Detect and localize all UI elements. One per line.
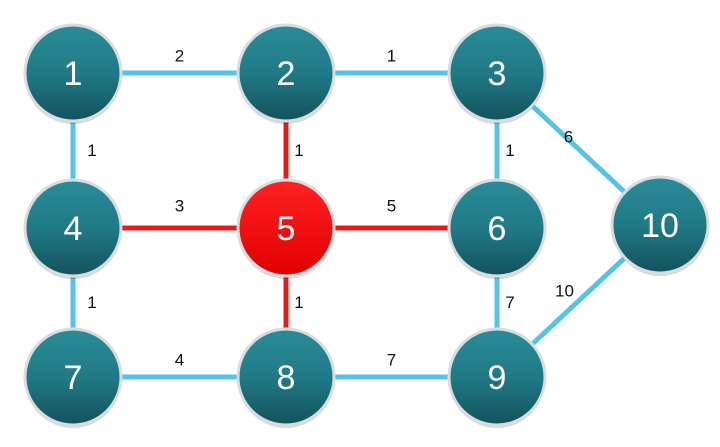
node-6: 6	[447, 178, 547, 279]
edges-layer	[70, 70, 662, 380]
edge-weight-9-10: 10	[555, 282, 574, 301]
node-8: 8	[236, 327, 336, 428]
node-2: 2	[236, 23, 336, 124]
edge-weight-5-6: 5	[387, 197, 396, 216]
node-1: 1	[23, 23, 123, 124]
node-circle	[23, 178, 123, 278]
edge-weight-2-5: 1	[294, 141, 303, 160]
node-label: 10	[641, 207, 679, 245]
node-label: 9	[488, 359, 507, 397]
edge-weight-7-8: 4	[175, 351, 184, 370]
edge-weight-4-7: 1	[87, 293, 96, 312]
edge-weight-1-4: 1	[87, 141, 96, 160]
node-circle	[236, 178, 336, 278]
nodes-layer: 1 2 3 4 5 6 7 8 9 10	[23, 23, 710, 428]
node-circle	[447, 327, 547, 427]
node-4: 4	[23, 178, 123, 279]
node-label: 4	[64, 210, 83, 248]
node-3: 3	[447, 23, 547, 124]
edge-weight-6-9: 7	[505, 293, 514, 312]
edge-labels-layer: 2 1 1 1 1 6 3 5 1 1 7 4 7 10	[87, 47, 574, 370]
edge-weight-3-10: 6	[564, 128, 573, 147]
edge-weight-8-9: 7	[387, 351, 396, 370]
node-circle	[236, 23, 336, 123]
edge-weight-5-8: 1	[294, 293, 303, 312]
node-label: 2	[277, 55, 296, 93]
node-circle	[23, 327, 123, 427]
node-9: 9	[447, 327, 547, 428]
edge-weight-4-5: 3	[175, 197, 184, 216]
node-circle	[23, 23, 123, 123]
node-5: 5	[236, 178, 336, 279]
node-7: 7	[23, 327, 123, 428]
node-10: 10	[610, 175, 710, 276]
edge-weight-1-2: 2	[175, 47, 184, 66]
node-label: 8	[277, 359, 296, 397]
node-circle	[447, 23, 547, 123]
node-label: 6	[488, 210, 507, 248]
node-label: 3	[488, 55, 507, 93]
node-label: 1	[64, 55, 83, 93]
node-label: 5	[277, 210, 296, 248]
node-circle	[610, 175, 710, 275]
node-circle	[236, 327, 336, 427]
edge-weight-3-6: 1	[505, 141, 514, 160]
node-label: 7	[64, 359, 83, 397]
edge-weight-2-3: 1	[387, 47, 396, 66]
node-circle	[447, 178, 547, 278]
